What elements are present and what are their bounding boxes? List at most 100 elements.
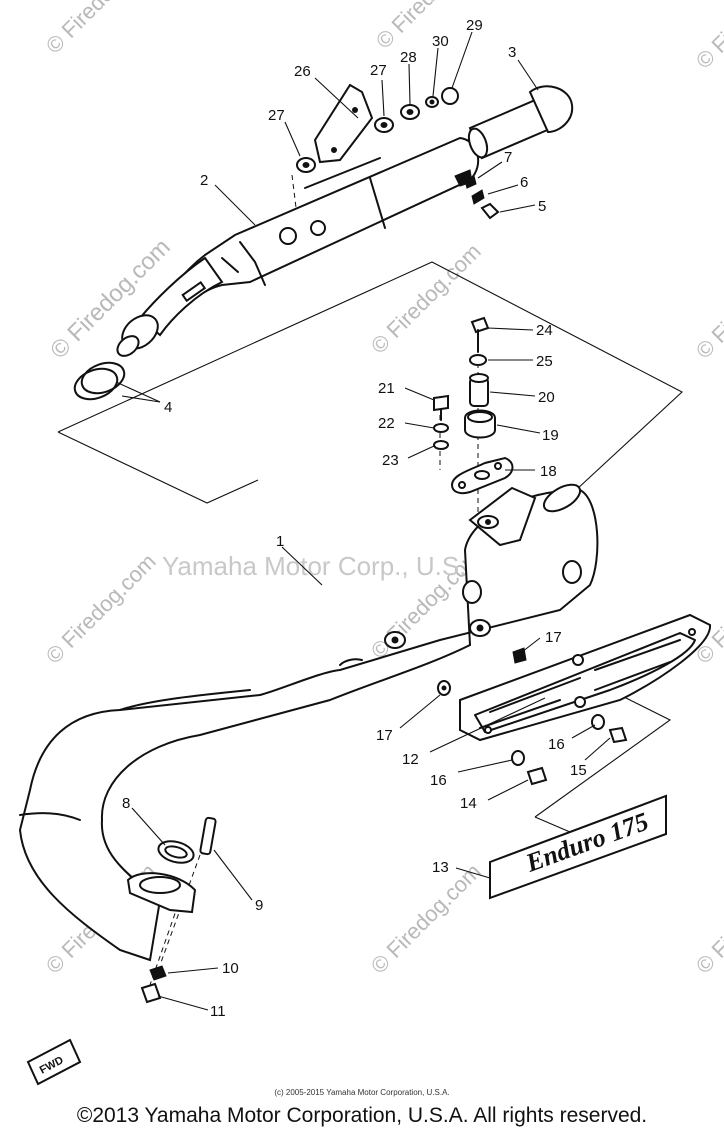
callout-11: 11 [210,1003,226,1020]
chamber-seam [339,658,363,666]
callout-20: 20 [538,389,555,406]
chamber-boss [462,580,482,604]
callout-15: 15 [570,762,587,779]
leader-17 [521,637,541,653]
watermark-firedog: © Firedog.com [691,0,724,74]
callout-23: 23 [382,452,399,469]
leader-16 [457,759,513,773]
damper-hardware [433,316,514,495]
callout-17: 17 [545,629,562,646]
chamber-stay [468,486,537,547]
bracket-hole [352,107,358,113]
muffler-slot [181,281,207,303]
callout-27: 27 [268,107,285,124]
guard-hole [484,726,492,734]
callout-18: 18 [540,463,557,480]
leader-3 [517,59,539,91]
leader-5 [499,204,536,213]
callout-30: 30 [432,33,449,50]
leader-14 [487,779,529,801]
decal-part-13: Enduro 175 [489,794,667,900]
copyright-small: (c) 2005-2015 Yamaha Motor Corporation, … [274,1088,450,1097]
muffler-group-outline [57,431,259,504]
leader-13 [455,867,491,879]
washer-hole [441,685,447,691]
washer-hole [302,162,310,168]
leader-12 [429,697,546,753]
decal-sticker [489,794,667,900]
leader-4 [115,381,161,403]
watermark-firedog: © Firedog.com [366,859,486,979]
leader-15 [584,737,611,761]
leader-24 [487,327,534,331]
leader-6 [487,184,519,195]
washer-part-16 [511,750,525,766]
stay-hole-center [485,519,491,525]
leader-21 [404,387,435,401]
muffler-seam [239,241,266,286]
muffler-mount-boss [310,220,326,236]
leader-20 [489,391,536,397]
washer-part-22 [433,423,449,433]
leader-27 [284,121,301,157]
callout-29: 29 [466,17,483,34]
fwd-arrow [26,1038,82,1086]
muffler-mount-boss [279,227,297,245]
washer-hole [380,122,388,128]
leader-10 [167,967,219,974]
chamber-part-1 [18,483,599,962]
leader-8 [131,807,166,846]
watermark-firedog: © Firedog.com [691,244,724,364]
watermark-firedog: © Firedog.com [366,239,486,359]
muffler-group-outline [57,261,683,493]
callout-25: 25 [536,353,553,370]
leader-11 [157,995,209,1011]
callout-labels: 1 2 3 4 5 6 7 8 9 10 11 12 13 14 15 16 1… [122,17,587,1020]
callout-9: 9 [255,897,263,914]
bolt-part-21 [433,394,449,412]
callout-4: 4 [164,399,172,416]
gasket-part-4 [73,361,126,401]
guard-hole [574,696,586,708]
boss-hole [476,624,484,632]
bolt-part-24 [470,316,490,334]
gasket-ring [80,361,126,395]
watermark-firedog: © Firedog.com [41,0,161,59]
callout-5: 5 [538,198,546,215]
decal-outline [534,816,571,833]
flange-hardware [126,816,217,1004]
washer-part-23 [433,440,449,450]
muffler-part-2 [116,136,480,357]
chamber-seam [119,689,251,711]
callout-10: 10 [222,960,239,977]
boss-hole [391,636,399,644]
plate-hole [458,481,466,489]
callout-16: 16 [430,772,447,789]
leader-4 [121,395,161,403]
gasket-ring [73,367,119,401]
leader-19 [496,424,541,434]
collar-top [469,373,489,383]
tailpipe-part-3 [467,85,574,160]
leader-26 [314,77,359,119]
guard-rib [489,677,581,713]
leader-22 [404,422,435,429]
watermark-company: Yamaha Motor Corp., U.S.A. [162,551,491,581]
chamber-boss [562,560,582,584]
chamber-body [18,488,599,962]
leader-2 [214,184,256,226]
callout-14: 14 [460,795,477,812]
front-direction-marker: FWD [26,1038,82,1086]
gasket-inner [164,845,188,859]
plate-hole [474,470,490,480]
callout-17: 17 [376,727,393,744]
leader-29 [451,31,473,89]
muffler-inlet-pipe [138,256,224,337]
copyright-main: ©2013 Yamaha Motor Corporation, U.S.A. A… [76,1104,648,1127]
leader-9 [213,849,253,901]
callout-19: 19 [542,427,559,444]
spring-part-7 [464,175,477,189]
callout-27: 27 [370,62,387,79]
washer-part-16 [591,714,605,730]
